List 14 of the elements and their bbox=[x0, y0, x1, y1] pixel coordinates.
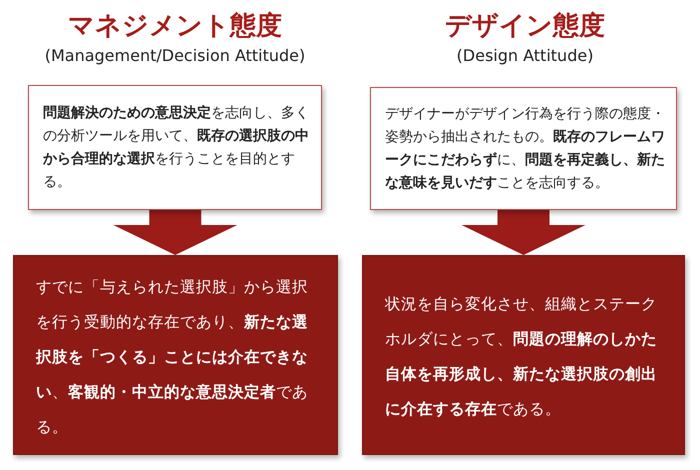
body-text: デザイナーがデザイン行為を行う際の態度・姿勢から抽出されたもの。既存のフレームワークにこだわらずに、問題を再定義し、新たな意味を見いだすことを志向する。 bbox=[385, 104, 666, 192]
heading: マネジメント態度 bbox=[67, 10, 283, 43]
subheading: (Design Attitude) bbox=[456, 46, 594, 65]
arrow bbox=[462, 210, 586, 255]
heading: デザイン態度 bbox=[444, 10, 606, 43]
body-text: 問題解決のための意思決定を志向し、多くの分析ツールを用いて、既存の選択肢の中から合理的な選択を行うことを目的とする。 bbox=[43, 104, 310, 192]
result-box bbox=[13, 255, 338, 455]
result-box bbox=[362, 255, 685, 455]
subheading: (Management/Decision Attitude) bbox=[44, 46, 306, 65]
definition-box bbox=[28, 85, 322, 210]
definition-box bbox=[370, 87, 677, 210]
body-text: すでに「与えられた選択肢」から選択を行う受動的な存在であり、新たな選択肢を「つくる」ことには介在できない、客観的・中立的な意思決定者である。 bbox=[36, 276, 309, 438]
arrow bbox=[113, 210, 238, 255]
body-text: 状況を自ら変化させ、組織とステークホルダにとって、問題の理解のしかた自体を再形成し、新たな選択肢の創出に介在する存在である。 bbox=[385, 294, 658, 420]
